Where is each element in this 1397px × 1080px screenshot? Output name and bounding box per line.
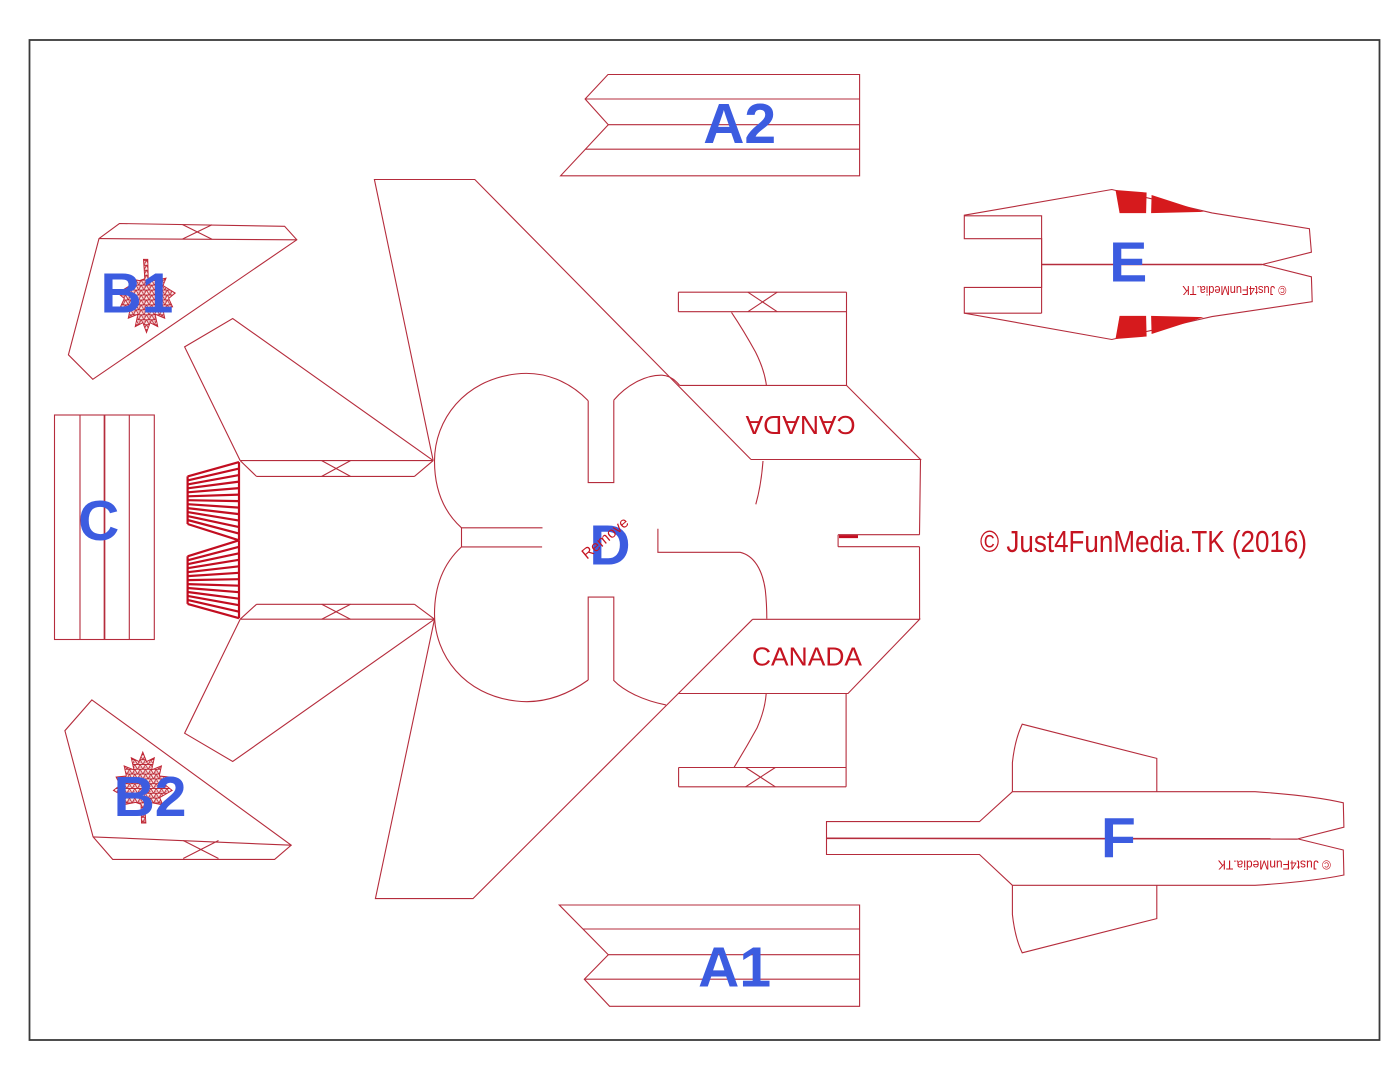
svg-text:D: D [589, 514, 630, 578]
svg-text:F: F [1101, 806, 1136, 870]
svg-text:B1: B1 [100, 261, 173, 325]
svg-text:CANADA: CANADA [745, 410, 856, 440]
svg-text:C: C [78, 489, 119, 553]
svg-text:A1: A1 [698, 935, 771, 999]
svg-text:B2: B2 [114, 765, 187, 829]
svg-text:E: E [1109, 231, 1147, 295]
svg-text:A2: A2 [703, 92, 776, 156]
svg-text:CANADA: CANADA [752, 641, 863, 671]
svg-text:© Just4FunMedia.TK: © Just4FunMedia.TK [1218, 858, 1331, 873]
svg-text:© Just4FunMedia.TK (2016): © Just4FunMedia.TK (2016) [980, 524, 1307, 559]
svg-text:© Just4FunMedia.TK: © Just4FunMedia.TK [1182, 283, 1286, 298]
